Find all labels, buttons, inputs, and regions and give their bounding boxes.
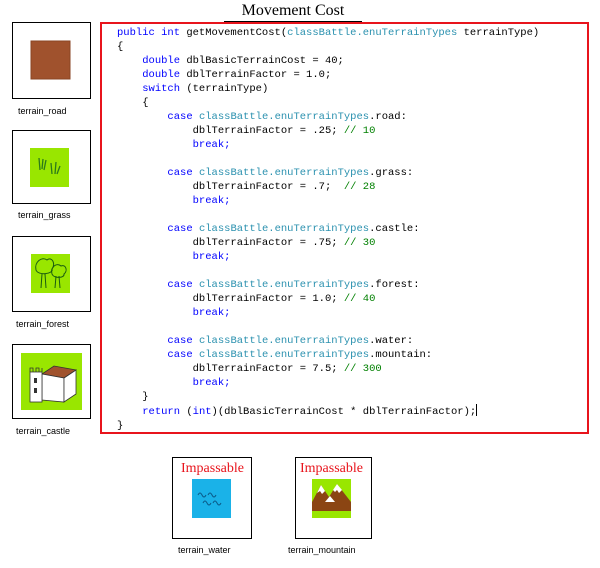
castle-icon — [21, 353, 82, 410]
code-token: ( — [180, 406, 193, 418]
terrain-castle-tile — [12, 344, 91, 419]
code-token: break; — [192, 377, 231, 389]
code-token: break; — [192, 195, 231, 207]
caption-terrain-castle: terrain_castle — [16, 426, 71, 436]
code-block: public int getMovementCost(classBattle.e… — [117, 26, 539, 433]
code-token: double — [142, 69, 181, 81]
code-token: (terrainType) — [180, 83, 269, 95]
code-token: dblTerrainFactor = 1.0; — [180, 69, 332, 81]
code-token: break; — [192, 307, 231, 319]
code-token: case — [167, 167, 193, 179]
code-token: dblTerrainFactor = 7.5; — [192, 363, 344, 375]
code-token: switch — [142, 83, 181, 95]
code-token: classBattle.enuTerrainTypes — [287, 27, 458, 39]
code-token: { — [142, 97, 149, 109]
code-token: classBattle.enuTerrainTypes — [198, 349, 370, 361]
code-token: .castle: — [369, 223, 420, 235]
code-token: .road: — [369, 111, 407, 123]
caption-terrain-road: terrain_road — [18, 106, 67, 116]
code-token: // 30 — [343, 237, 376, 249]
code-token: case — [167, 335, 193, 347]
forest-icon — [31, 254, 70, 293]
code-token: .mountain: — [369, 349, 433, 361]
code-token: dblTerrainFactor = .25; — [192, 125, 344, 137]
code-token: int — [192, 406, 212, 418]
code-token: )(dblBasicTerrainCost * dblTerrainFactor… — [211, 406, 477, 418]
terrain-road-tile — [12, 22, 91, 99]
road-icon — [30, 40, 71, 80]
terrain-forest-tile — [12, 236, 91, 312]
code-token: double — [142, 55, 181, 67]
code-token: classBattle.enuTerrainTypes — [198, 223, 370, 235]
code-token: terrainType) — [457, 27, 540, 39]
code-token: classBattle.enuTerrainTypes — [198, 279, 370, 291]
code-token: { — [117, 41, 124, 53]
caption-terrain-grass: terrain_grass — [18, 210, 71, 220]
code-token: // 10 — [343, 125, 376, 137]
terrain-mountain-tile: Impassable — [295, 457, 372, 539]
code-token: .grass: — [369, 167, 414, 179]
caption-terrain-forest: terrain_forest — [16, 319, 70, 329]
code-token: dblTerrainFactor = 1.0; — [192, 293, 344, 305]
code-token: dblTerrainFactor = .75; — [192, 237, 344, 249]
code-token: .forest: — [369, 279, 420, 291]
code-token: // 28 — [343, 181, 376, 193]
impassable-label: Impassable — [181, 461, 244, 476]
code-token: // 300 — [343, 363, 382, 375]
mountain-icon — [312, 479, 351, 518]
terrain-water-tile: Impassable — [172, 457, 252, 539]
code-token: public int — [117, 27, 181, 39]
code-token: classBattle.enuTerrainTypes — [198, 111, 370, 123]
code-token: getMovementCost( — [180, 27, 288, 39]
water-icon — [192, 479, 231, 518]
page-title: Movement Cost — [241, 2, 345, 19]
caption-terrain-mountain: terrain_mountain — [288, 545, 356, 555]
code-token: // 40 — [343, 293, 376, 305]
code-token: classBattle.enuTerrainTypes — [198, 335, 370, 347]
terrain-grass-tile — [12, 130, 91, 204]
code-token: } — [117, 420, 124, 432]
code-token: break; — [192, 139, 231, 151]
title-underline — [224, 21, 362, 22]
caption-terrain-water: terrain_water — [178, 545, 231, 555]
code-token: case — [167, 279, 193, 291]
code-token: } — [142, 391, 149, 403]
code-token: case — [167, 111, 193, 123]
code-token: case — [167, 349, 193, 361]
code-token: return — [142, 406, 181, 418]
code-token: case — [167, 223, 193, 235]
code-token: break; — [192, 251, 231, 263]
text-cursor — [476, 404, 478, 416]
code-token: dblBasicTerrainCost = 40; — [180, 55, 344, 67]
code-token: dblTerrainFactor = .7; — [192, 181, 344, 193]
impassable-label: Impassable — [300, 461, 363, 476]
code-token: classBattle.enuTerrainTypes — [198, 167, 370, 179]
code-box: public int getMovementCost(classBattle.e… — [100, 22, 589, 434]
grass-icon — [30, 148, 69, 187]
code-token: .water: — [369, 335, 414, 347]
